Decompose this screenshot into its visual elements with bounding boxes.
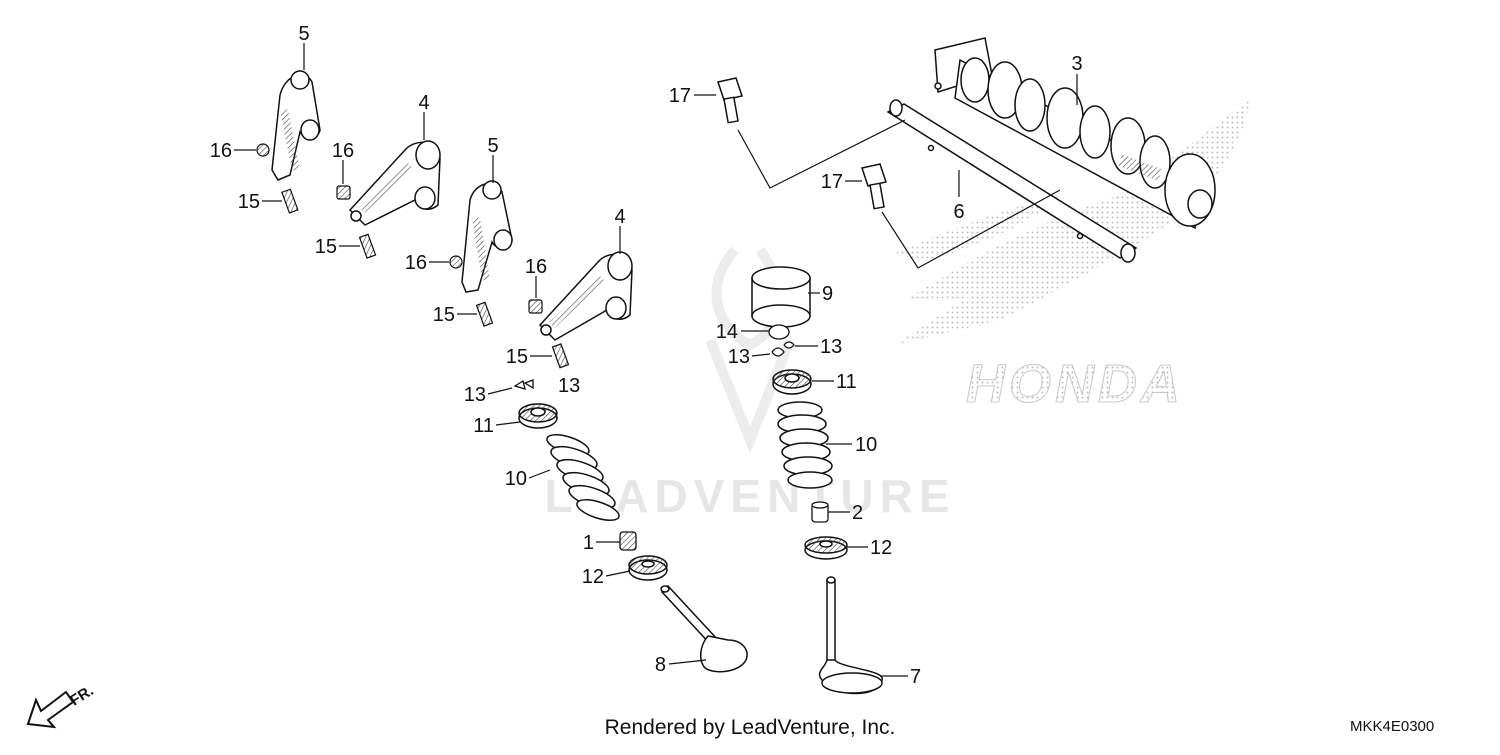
honda-watermark-text: HONDA — [966, 354, 1184, 414]
part-bolt-lower[interactable] — [861, 163, 887, 210]
callout-13[interactable]: 13 — [820, 336, 842, 358]
callout-15[interactable]: 15 — [433, 304, 455, 326]
callout-14[interactable]: 14 — [716, 321, 738, 343]
part-rocker-arm-4-left[interactable] — [348, 140, 441, 226]
callout-8[interactable]: 8 — [655, 654, 666, 676]
part-spring-seat-12-exhaust[interactable] — [804, 536, 848, 560]
part-rocker-arm-5-left[interactable] — [271, 70, 321, 181]
callout-16[interactable]: 16 — [332, 140, 354, 162]
callout-7[interactable]: 7 — [910, 666, 921, 688]
part-valve-spring-10-exhaust[interactable] — [777, 401, 833, 489]
part-stem-seal-2[interactable] — [811, 501, 829, 523]
callout-5[interactable]: 5 — [487, 135, 498, 157]
part-adjusting-screw-15d[interactable] — [551, 343, 570, 369]
callout-13[interactable]: 13 — [728, 346, 750, 368]
callout-6[interactable]: 6 — [953, 201, 964, 223]
callout-17[interactable]: 17 — [821, 171, 843, 193]
part-shim-14[interactable] — [768, 324, 790, 340]
part-lock-nut-16a[interactable] — [256, 143, 270, 157]
callout-15[interactable]: 15 — [506, 346, 528, 368]
callout-11[interactable]: 11 — [473, 415, 494, 437]
callout-16[interactable]: 16 — [405, 252, 427, 274]
part-spring-retainer-11-intake[interactable] — [518, 403, 558, 429]
callout-numbers: 5 4 5 4 16 16 16 16 15 15 15 15 13 13 13… — [210, 23, 1083, 688]
part-intake-valve-8[interactable] — [660, 584, 748, 673]
part-spring-seat-12-intake[interactable] — [628, 555, 668, 581]
callout-11[interactable]: 11 — [836, 371, 857, 393]
part-valve-spring-10-intake[interactable] — [545, 431, 622, 525]
leader-bolt-lower-to-shaft — [881, 189, 1061, 269]
callout-2[interactable]: 2 — [852, 502, 863, 524]
callout-12[interactable]: 12 — [582, 566, 604, 588]
callout-5[interactable]: 5 — [298, 23, 309, 45]
callout-17[interactable]: 17 — [669, 85, 691, 107]
leader-bolt-upper-to-shaft — [737, 119, 906, 189]
callout-4[interactable]: 4 — [614, 206, 625, 228]
part-lock-nut-16b[interactable] — [336, 185, 351, 200]
callout-3[interactable]: 3 — [1071, 53, 1082, 75]
callout-12[interactable]: 12 — [870, 537, 892, 559]
callout-9[interactable]: 9 — [822, 283, 833, 305]
part-lock-nut-16c[interactable] — [449, 255, 463, 269]
callout-4[interactable]: 4 — [418, 92, 429, 114]
part-adjusting-screw-15c[interactable] — [475, 301, 494, 327]
direction-label: FR. — [67, 682, 97, 709]
part-valve-lifter-9[interactable] — [751, 266, 811, 328]
part-cotter-13-exhaust[interactable] — [771, 341, 795, 357]
part-rocker-shaft[interactable] — [886, 99, 1138, 263]
callout-13[interactable]: 13 — [558, 375, 580, 397]
callout-15[interactable]: 15 — [238, 191, 260, 213]
diagram-code: MKK4E0300 — [1350, 718, 1435, 735]
part-cotter-13-intake[interactable] — [513, 379, 534, 390]
callout-leaders — [234, 43, 1078, 677]
part-bolt-upper[interactable] — [717, 77, 743, 124]
part-rocker-arm-5-right[interactable] — [461, 180, 513, 293]
callout-16[interactable]: 16 — [525, 256, 547, 278]
callout-13[interactable]: 13 — [464, 384, 486, 406]
footer-credit: Rendered by LeadVenture, Inc. — [604, 716, 896, 739]
part-exhaust-valve-7[interactable] — [818, 576, 883, 695]
callout-10[interactable]: 10 — [855, 434, 877, 456]
callout-10[interactable]: 10 — [505, 468, 527, 490]
callout-16[interactable]: 16 — [210, 140, 232, 162]
part-camshaft[interactable] — [934, 37, 1216, 230]
part-spring-retainer-11-exhaust[interactable] — [772, 369, 812, 395]
callout-1[interactable]: 1 — [583, 532, 594, 554]
callout-15[interactable]: 15 — [315, 236, 337, 258]
part-adjusting-screw-15a[interactable] — [281, 188, 299, 214]
part-adjusting-screw-15b[interactable] — [358, 233, 377, 259]
part-stem-seal-1[interactable] — [619, 531, 637, 551]
part-rocker-arm-4-right[interactable] — [538, 251, 633, 341]
part-lock-nut-16d[interactable] — [528, 299, 543, 314]
